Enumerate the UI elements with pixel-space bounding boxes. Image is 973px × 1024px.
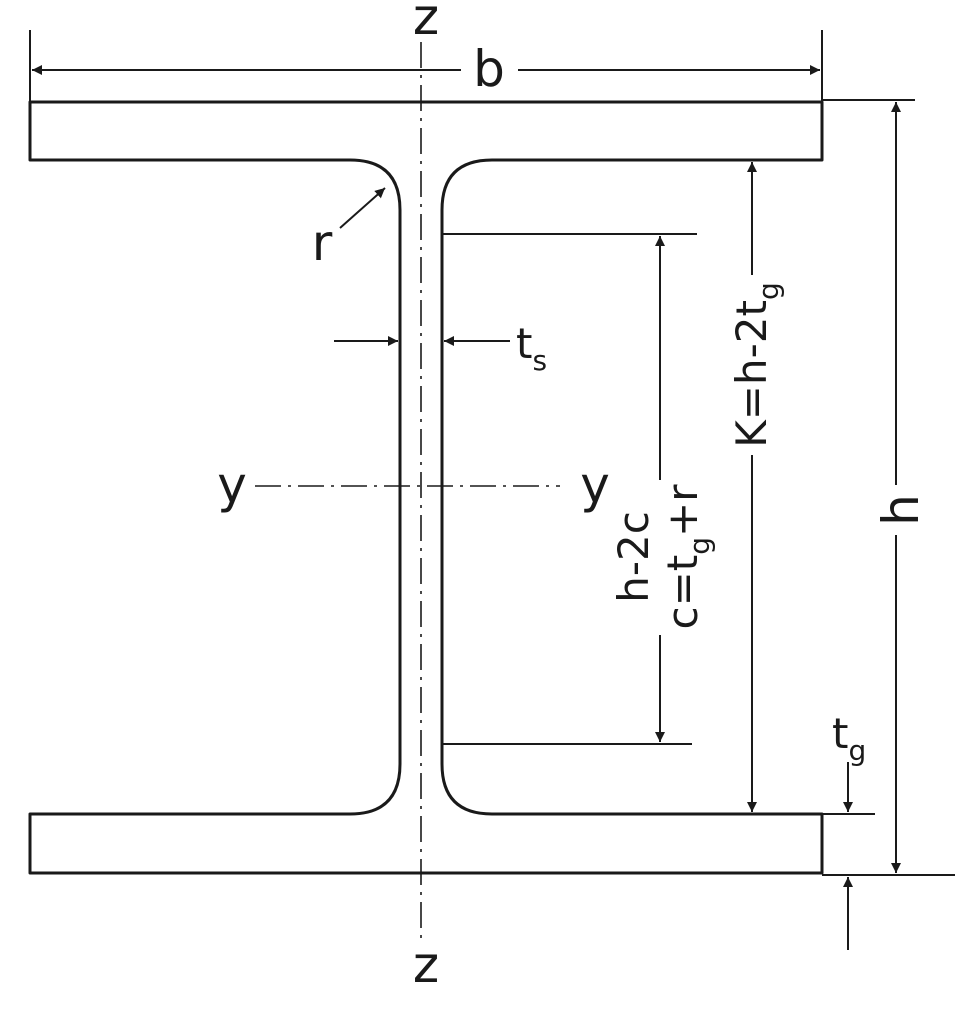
- b-label: b: [473, 40, 505, 98]
- k-formula-pre: K=h-2t: [727, 300, 776, 448]
- k-formula-label: K=h-2tg: [727, 282, 785, 447]
- inner-height-label: h-2c: [609, 511, 658, 603]
- c-formula-pre: c=t: [658, 555, 707, 630]
- k-formula-sub: g: [752, 282, 785, 300]
- beam-outline: [28, 100, 824, 875]
- r-label: r: [312, 214, 333, 272]
- tg-label-sub: g: [848, 734, 866, 767]
- r-leader-arrow: [339, 187, 386, 229]
- y-axis-right-label: y: [580, 456, 610, 514]
- c-formula-post: +r: [658, 484, 707, 537]
- ts-label: ts: [516, 319, 547, 377]
- z-axis-bottom-label: z: [413, 936, 439, 994]
- tg-label: tg: [832, 709, 866, 767]
- c-formula-sub: g: [683, 537, 716, 555]
- h-label: h: [872, 494, 930, 526]
- tg-label-base: t: [832, 709, 848, 758]
- y-axis-left-label: y: [217, 456, 247, 514]
- dimension-lines: [29, 30, 955, 950]
- labels: z z b r y y ts tg h K=h-2tg h-2c c=tg+r: [217, 0, 930, 994]
- axes: [255, 42, 560, 945]
- ts-label-base: t: [516, 319, 532, 368]
- z-axis-top-label: z: [413, 0, 439, 46]
- c-formula-label: c=tg+r: [658, 484, 716, 630]
- ts-label-sub: s: [532, 344, 547, 377]
- i-beam-profile: [28, 100, 824, 875]
